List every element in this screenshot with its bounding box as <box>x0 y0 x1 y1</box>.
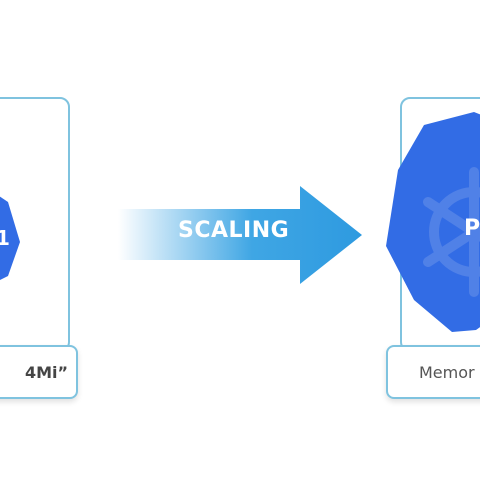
scaling-label: SCALING <box>178 218 290 243</box>
helm-wheel-icon <box>423 167 480 297</box>
right-pod-text: P <box>464 216 480 241</box>
left-pod-hexagon <box>0 196 20 280</box>
left-memory-label: 4Mi” <box>0 345 78 399</box>
left-pod-text: 1 <box>0 226 10 250</box>
scaling-arrow <box>118 186 362 284</box>
right-memory-label: Memor <box>386 345 480 399</box>
